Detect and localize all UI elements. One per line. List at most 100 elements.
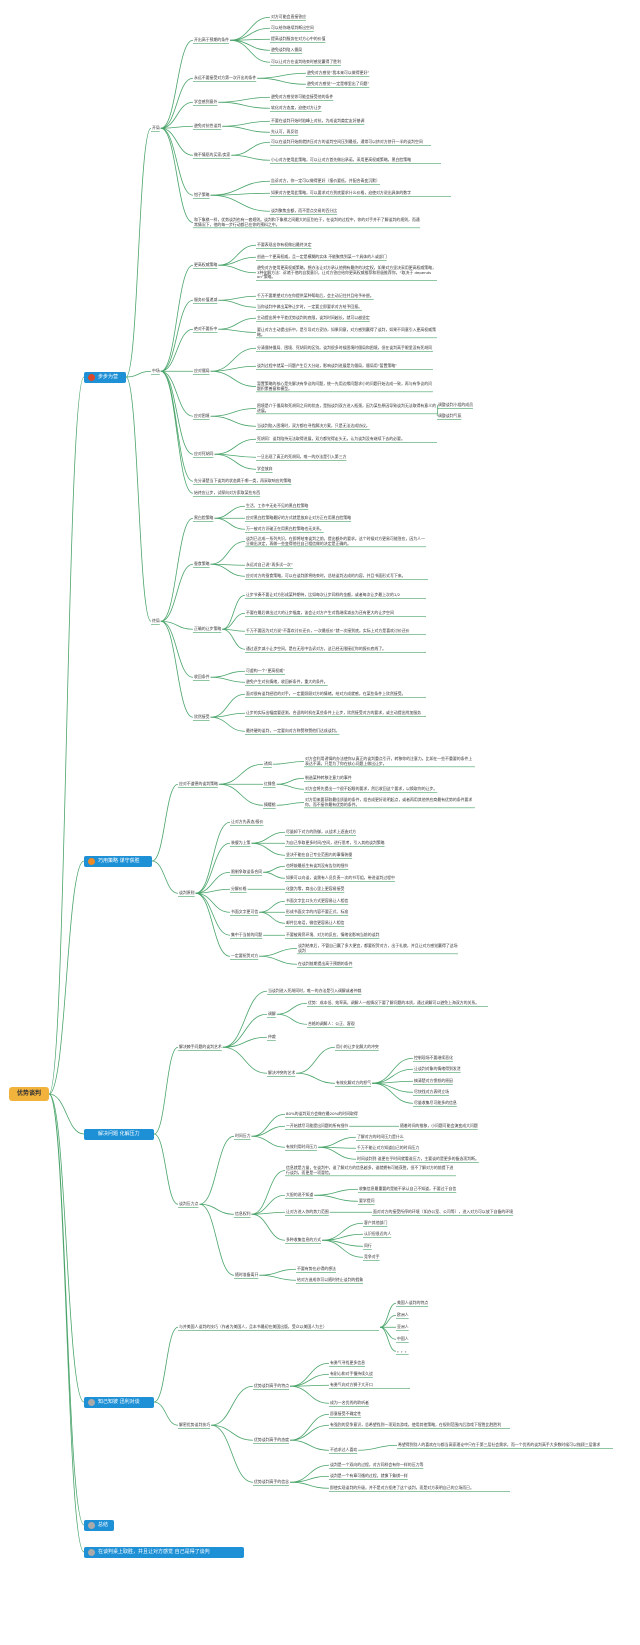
node-s1f3[interactable]: 谈判聚焦金额，而不是点交易的百分比 (271, 208, 338, 213)
node-t1c[interactable]: 摘樱桃 (264, 802, 276, 807)
node-t2d[interactable]: 分解价格 (231, 886, 247, 891)
node-s1f2[interactable]: 如果对方使用此策略，可以要求对方到底要求什么价格，迫使对方说出具体的数字 (271, 190, 412, 195)
node-v1b[interactable]: 欧洲人 (397, 1312, 409, 1317)
node-s2f2[interactable]: 一旦出现了真正的死胡同，唯一的办法是引入第三方 (257, 454, 347, 459)
node-s2h[interactable]: 始终应让步，试探向对方索取某些东西 (194, 490, 261, 495)
node-u1b2[interactable]: 合格的调解人：公正、客观 (308, 1021, 355, 1026)
node-v2a3[interactable]: 有勇气向对方狮子大开口 (330, 1382, 373, 1387)
node-t2d1[interactable]: 化整为零，商出心里上更容易接受 (286, 886, 345, 891)
node-s3d2[interactable]: 避免产生对抗情绪，收回新条件，重大的条件。 (246, 679, 328, 684)
node-u2b3[interactable]: 让对方进入你的势力范围 (286, 1209, 329, 1214)
node-u2b2[interactable]: 大胆的说不知道 (286, 1192, 314, 1197)
node-s2f3[interactable]: 学会放弃 (257, 466, 273, 471)
branch-node-1[interactable]: 步步为营 (84, 372, 126, 383)
node-t2g[interactable]: 一定要祝贺对方 (231, 953, 259, 958)
node-t2g2[interactable]: 在谈判前期提出高于预期的条件 (298, 961, 353, 966)
node-u2b4a[interactable]: 客户其他部门 (364, 1220, 388, 1225)
node-u2a3c[interactable]: 时间谈判到 谁更在乎时间就看谁压力，主要谈的是更多的备选项判断。 (357, 1156, 479, 1161)
node-t1b1[interactable]: 制造某种转移注意力的事件 (305, 775, 352, 780)
node-u2a2[interactable]: 一开始就尽可能提出问题的所有细节 (286, 1123, 349, 1128)
node-t2b1[interactable]: 尽量卸下对方的防御，从战术上逐造对方 (286, 829, 357, 834)
node-s3c2[interactable]: 不要在最后做出过大的让步幅度，该会让对方产生对我继续减去为还有更大的让步空间 (246, 610, 394, 615)
node-u2b1[interactable]: 信息就是力量，在谈判中，谁了解对方的信息越多，谁就拥有可能获胜，但不了解对方的前… (286, 1165, 454, 1175)
node-s3a3[interactable]: 万一被对方识破正在用黑白脸策略也无关系。 (246, 526, 324, 531)
node-v2c[interactable]: 优势谈判高手的信念 (254, 1479, 290, 1484)
node-s2b2[interactable]: 当你谈判中做出某种让步时，一定要立即要求对方给予回报。 (257, 304, 363, 309)
node-s2d3[interactable]: 暂置策略的核心是先解决有争议的问题，统一先用边缘问题求小的问题开始达成一致，再与… (257, 381, 433, 391)
node-t1b2[interactable]: 对方会将先提出一个很不起眼的要求，然后收回这个要求，以换取你的让步。 (305, 786, 438, 791)
node-s1e1[interactable]: 可以在谈判开始前就挤压对方的谈判空间压到最低，通常可以挤对方挤开一半的谈判空间 (271, 139, 423, 144)
node-s1f1[interactable]: 告诉对方，你一定可以做得更好（报价要低，并配合青变沉默） (271, 178, 380, 183)
node-s1e2[interactable]: 小心对方使用此策略，可以让对方首先做出承诺，采用更高权威策略，黑白脸策略 (271, 157, 412, 162)
node-s3c4[interactable]: 通过逐步减小让步空间，是在无形中告诉对方，这已经无限接近你的报价底线了。 (246, 646, 387, 651)
node-t2b2[interactable]: 为自己争取更多时间/空间，进行思考，引入其他谈判策略 (286, 840, 385, 845)
node-s2a2[interactable]: 创造一个更高权威，且一定是模糊的实体 不能聚焦到某一个具体的人或部门 (257, 254, 387, 259)
node-t1b[interactable]: 红鲱鱼 (264, 781, 276, 786)
node-s1c[interactable]: 学会感到意外 (194, 99, 218, 104)
node-s3b[interactable]: 蚕食策略 (194, 561, 210, 566)
node-v2[interactable]: 解密优势谈判技巧 (179, 1422, 211, 1427)
node-v2c1[interactable]: 谈判是一个双向的过程，对方同样会有你一样的压力等 (330, 1462, 424, 1467)
node-s2b1[interactable]: 千万不要期望对方在你提供某种帮助后，会主动记住并且给予补偿。 (257, 293, 374, 298)
node-u1[interactable]: 解决棘手问题的谈判艺术 (179, 1044, 222, 1049)
node-s2e1b[interactable]: 调整谈判气氛 (438, 413, 462, 418)
node-s1a5[interactable]: 可以让对方在谈判结束时感觉赢得了胜利 (271, 59, 342, 64)
node-v1[interactable]: 与并美国人谈判的技巧（作者为美国人，且本书最初在美国出版，受众以美国人为主） (179, 1324, 327, 1329)
node-u2[interactable]: 谈判压力点 (179, 1201, 199, 1206)
node-u2b4d[interactable]: 竞争对手 (364, 1254, 380, 1259)
node-s3[interactable]: 终局 (152, 618, 160, 623)
branch-node-5[interactable]: 总结 (84, 1520, 114, 1531)
node-v2a2[interactable]: 有耐心和对手慢持续久战 (330, 1371, 373, 1376)
node-t2g1[interactable]: 谈判结束后，不管自己赢了多大便宜，都要祝贺对方，出于礼貌，并且让对方感觉赢得了这… (298, 943, 458, 953)
node-u2b4b[interactable]: 认识但很近的人 (364, 1231, 392, 1236)
node-t2c1[interactable]: 也将敲最纸生有谈判没有告别的细节 (286, 863, 349, 868)
node-u2a[interactable]: 时间压力 (235, 1133, 251, 1138)
node-s2d[interactable]: 应对僵局 (194, 368, 210, 373)
node-s3e1[interactable]: 面对很有谈判经验的对手，一定要照顾对方的情绪，给对方成就感，在某些条件上欣然接受… (246, 691, 406, 696)
node-v2a1[interactable]: 有勇气寻找更多信息 (330, 1360, 366, 1365)
node-s3b1[interactable]: 谈判已达成一系列共识，在即将结束谈判之前，提出额外的要求。这个时候对方更易可能答… (246, 536, 425, 546)
node-t2f[interactable]: 集中于当前的问题 (231, 932, 263, 937)
node-s1d2[interactable]: 先认可，再反驳 (271, 129, 299, 134)
node-s1e[interactable]: 做不情愿的买家/卖家 (194, 152, 231, 157)
node-u2b4c[interactable]: 同行 (364, 1243, 372, 1248)
node-v1d[interactable]: 中国人 (397, 1336, 409, 1341)
node-s1d[interactable]: 避免对抗性谈判 (194, 123, 222, 128)
node-s3c3[interactable]: 千万不要因为对方说“不喜欢讨价还价，一次最低价”就一次接到底。实际上对方是喜欢讨… (246, 628, 410, 633)
node-v2a4[interactable]: 成为一名优秀的聆听者 (330, 1400, 369, 1405)
node-u2c1[interactable]: 不要有势在必得的想法 (297, 1266, 336, 1271)
node-t2e2[interactable]: 形成书面文字的内容不要正式、标准 (286, 909, 349, 914)
node-v2a[interactable]: 优势谈判高手的特点 (254, 1383, 290, 1388)
node-s2[interactable]: 中场 (152, 368, 160, 373)
node-s2a3[interactable]: 避免对方使用更高权威策略，想办法让对方承认他拥有最终的决定权，如果对方坚决采用更… (257, 265, 436, 279)
node-s2c2[interactable]: 要让对方主动提出折中，是引导对方妥协，如果同意，对方感到赢得了谈判，如果不同意引… (257, 327, 436, 337)
node-u1d2b[interactable]: 让谈判对象的情绪得到发泄 (414, 1066, 461, 1071)
node-s3a1[interactable]: 生活、工作中无处不见的黑白脸策略 (246, 503, 309, 508)
node-s1f[interactable]: 钳子策略 (194, 192, 210, 197)
node-u1d2a[interactable]: 控制现场不要继续恶化 (414, 1055, 453, 1060)
node-u2a3[interactable]: 有效利用时间压力 (286, 1144, 318, 1149)
node-s2e2[interactable]: 当谈判陷入困境时，双方都在寻找解决方案，只是无法达成协议。 (257, 423, 370, 428)
branch-node-3[interactable]: 解决问题 化解压力 (84, 1129, 154, 1140)
node-v2b[interactable]: 优势谈判高手的态度 (254, 1437, 290, 1442)
node-v2b2[interactable]: 有强烈的竞争意识，总希望找到一项双务游戏，使用其他策略，在规则范围内后游戏下智胜… (330, 1422, 502, 1427)
node-v1e[interactable]: 。。。 (397, 1348, 409, 1353)
node-s3b2[interactable]: 永远对自己说“再多试一次” (246, 562, 293, 567)
node-s1b2[interactable]: 避免对方感觉“一定是哪里出了问题” (307, 81, 370, 86)
node-u1d[interactable]: 解决冲突的艺术 (268, 1070, 296, 1075)
node-u2b3a[interactable]: 面对对方的接受所停的环境（如办公室、公司等），进入对方可以放下自备的环境 (373, 1209, 514, 1214)
node-s3c[interactable]: 正确的让步策略 (194, 626, 222, 631)
node-u1d2e[interactable]: 尽量收集尽可能多的信息 (414, 1100, 457, 1105)
node-s1d1[interactable]: 不要在谈判开始时陷峰上对抗，为成谈判奠定友好基调 (271, 118, 365, 123)
node-s2a1[interactable]: 不要表现出你有权做出最终决定 (257, 242, 312, 247)
node-u1a[interactable]: 当谈判进入死胡同时，唯一的办法是引入调解或者仲裁 (268, 988, 362, 993)
node-v2c3[interactable]: 即使实现谈判的升级，并不是对方拒绝了这个谈判，而是对方表明自己的立场而已。 (330, 1485, 474, 1490)
node-u2b2a[interactable]: 收集信息最重要的是能不承认自己不知道，不要过于自信 (359, 1186, 457, 1191)
node-s3d[interactable]: 收回条件 (194, 674, 210, 679)
node-v1c[interactable]: 亚洲人 (397, 1324, 409, 1329)
node-s2c1[interactable]: 主动提出将中平差优势谈判的底限，谈判时间越长，就可以越坚定 (257, 315, 370, 320)
node-s2b[interactable]: 服务价值递减 (194, 297, 218, 302)
node-t2e3[interactable]: 邮件比电话，微信更容易让人相信 (286, 920, 345, 925)
node-t2b[interactable]: 装傻为上策 (231, 840, 251, 845)
root-node[interactable]: 优势谈判 (9, 1087, 49, 1101)
